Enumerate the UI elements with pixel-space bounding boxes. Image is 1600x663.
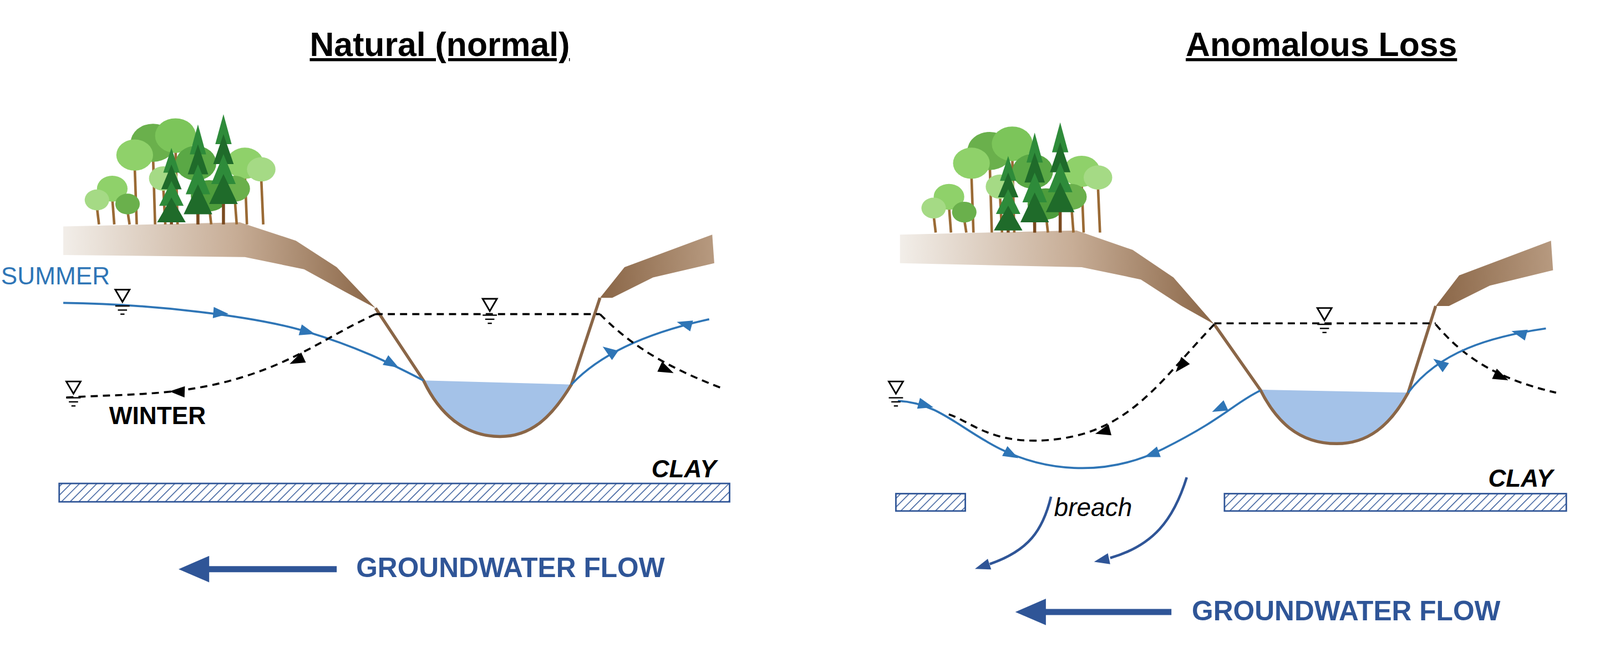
layer-label: CLAY [1487, 465, 1553, 493]
tree-cluster [921, 122, 1112, 233]
flow-arrowhead [287, 352, 307, 370]
flow-arrowhead [675, 316, 694, 332]
clay-layer [895, 494, 965, 512]
flow-arrowhead [382, 355, 402, 373]
panel-title: Anomalous Loss [1185, 26, 1457, 64]
flow-arrowhead [599, 342, 619, 360]
breach-label: breach [1054, 494, 1133, 523]
groundwater-arrow [201, 566, 337, 573]
flow-arrowhead [973, 559, 992, 575]
flow-arrowhead [169, 385, 185, 398]
flow-arrowhead [1002, 446, 1022, 464]
tree-cluster [84, 114, 276, 225]
water-table-symbol [115, 290, 130, 315]
flow-arrowhead [1209, 400, 1229, 418]
winter-water-table [600, 314, 721, 388]
flow-arrowhead [1430, 354, 1450, 373]
winter-water-table [1435, 324, 1557, 393]
flow-arrowhead [1093, 553, 1111, 568]
groundwater-arrow [1038, 608, 1172, 616]
flow-label: GROUNDWATER FLOW [356, 554, 665, 585]
panel-title: Natural (normal) [310, 26, 571, 64]
groundwater-arrowhead [178, 556, 210, 583]
flow-arrowhead [1171, 357, 1190, 377]
water-table-symbol [889, 381, 904, 406]
flow-arrowhead [1510, 326, 1528, 342]
summer-water-table [897, 390, 1261, 469]
flow-label: GROUNDWATER FLOW [1191, 596, 1501, 628]
layer-label: CLAY [651, 455, 717, 484]
flow-arrowhead [1491, 368, 1511, 386]
flow-arrowhead [657, 361, 677, 379]
ground-bank [600, 234, 715, 298]
river-water [423, 380, 572, 437]
channel-outline [1214, 306, 1436, 444]
winter-water-level [1214, 322, 1436, 325]
winter-water-table [63, 314, 376, 399]
flow-arrowhead [298, 324, 317, 340]
flow-arrowhead [1093, 424, 1112, 440]
clay-layer [1224, 494, 1567, 512]
season-label: SUMMER [1, 263, 110, 291]
flow-arrowhead [917, 398, 936, 414]
channel-outline [375, 297, 601, 437]
ground-bank [900, 230, 1215, 325]
water-table-symbol [1317, 308, 1332, 333]
river-water [1260, 389, 1409, 445]
summer-water-table [63, 302, 424, 381]
breach-flow-arrow [989, 496, 1051, 565]
winter-water-table [943, 324, 1215, 441]
flow-arrowhead [212, 307, 230, 320]
winter-water-level [375, 313, 601, 316]
ground-bank [63, 222, 376, 309]
season-label: WINTER [109, 403, 206, 431]
water-table-symbol [482, 298, 497, 324]
clay-layer [59, 483, 730, 502]
water-table-symbol [66, 381, 81, 406]
groundwater-arrowhead [1015, 598, 1046, 626]
ground-bank [1435, 240, 1554, 307]
flow-arrowhead [1142, 446, 1161, 462]
